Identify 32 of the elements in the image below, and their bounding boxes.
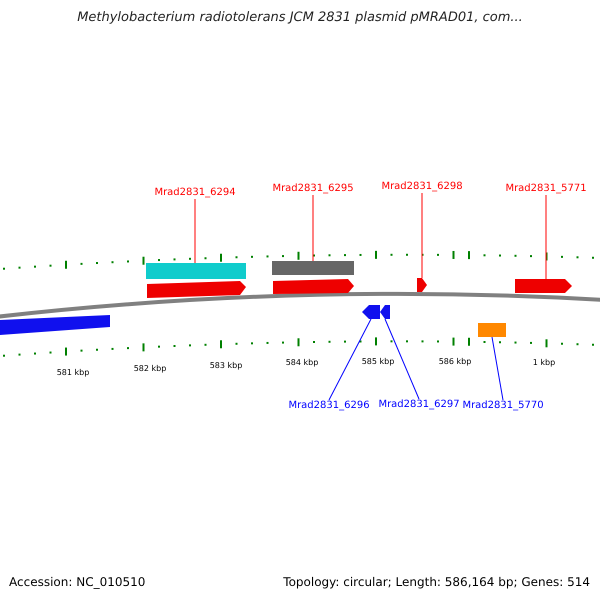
gene-feature bbox=[478, 323, 506, 337]
gene-label: Mrad2831_6297 bbox=[378, 399, 460, 411]
gene-feature bbox=[147, 281, 246, 298]
gene-feature bbox=[0, 315, 110, 335]
gene-feature bbox=[273, 279, 354, 294]
title: Methylobacterium radiotolerans JCM 2831 plasmid pMRAD01, com... bbox=[77, 10, 523, 25]
scale-label: 585 kbp bbox=[362, 357, 394, 367]
gene-feature bbox=[515, 279, 572, 293]
gene-label: Mrad2831_6298 bbox=[381, 181, 463, 193]
scale-label: 582 kbp bbox=[134, 364, 166, 374]
leader-line bbox=[194, 198, 196, 264]
scale-label: 1 kbp bbox=[532, 358, 556, 368]
gene-feature bbox=[272, 261, 354, 275]
gene-label: Mrad2831_5770 bbox=[462, 400, 544, 412]
gene-feature bbox=[417, 278, 427, 292]
gene-label: Mrad2831_6296 bbox=[288, 400, 370, 412]
info-text: Topology: circular; Length: 586,164 bp; Genes: 514 bbox=[283, 575, 590, 589]
leader-line bbox=[492, 336, 504, 400]
leader-line bbox=[312, 194, 314, 262]
gene-feature bbox=[146, 263, 246, 279]
leader-line bbox=[328, 318, 372, 400]
gene-feature bbox=[380, 305, 390, 319]
gene-label: Mrad2831_5771 bbox=[505, 183, 587, 195]
scale-label: 584 kbp bbox=[286, 358, 318, 368]
scale-label: 583 kbp bbox=[210, 361, 242, 371]
leader-line bbox=[384, 318, 420, 400]
info-text: Accession: NC_010510 bbox=[9, 575, 146, 589]
gene-feature bbox=[362, 305, 380, 319]
gene-label: Mrad2831_6294 bbox=[154, 187, 236, 199]
scale-label: 581 kbp bbox=[56, 368, 90, 378]
scale-label: 586 kbp bbox=[438, 357, 472, 367]
gene-label: Mrad2831_6295 bbox=[272, 183, 354, 195]
